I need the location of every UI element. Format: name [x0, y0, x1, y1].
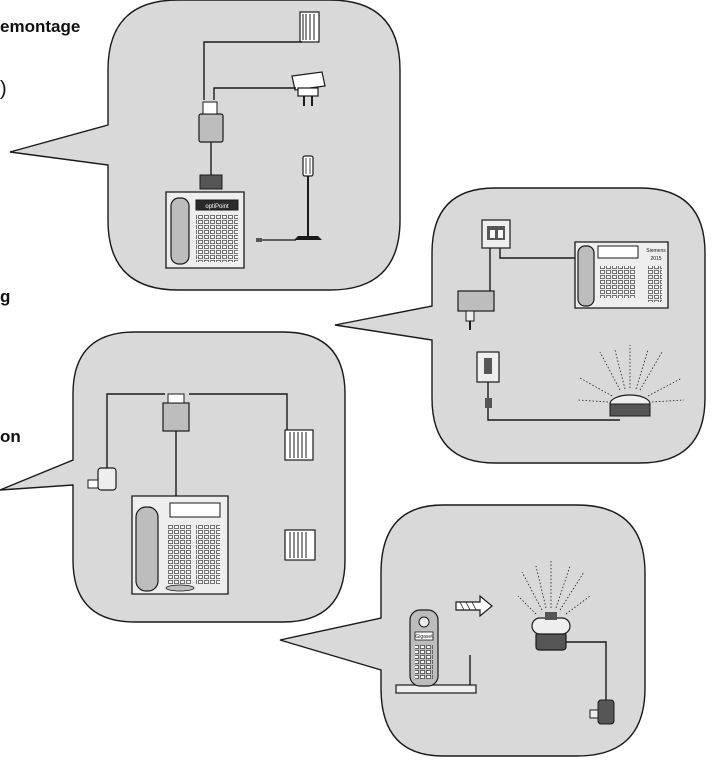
bubble-loudspeaker	[0, 331, 346, 623]
phone-display-text: optiPoint	[205, 204, 229, 210]
loudspeaker-icon	[284, 429, 314, 461]
handset-brand-text: Gigaset	[415, 634, 433, 640]
power-adapter-icon	[291, 71, 326, 106]
caption-fragment-middle: g	[0, 287, 11, 306]
loudspeaker-desk-phone	[131, 495, 229, 595]
caption-fragment-lower: on	[0, 427, 21, 446]
bell-icon	[517, 560, 615, 725]
bubble-speakerphone: optiPoint	[9, 0, 401, 291]
cordless-handset-icon: Gigaset	[409, 609, 439, 687]
bubble-external-bell: Siemens 2015	[334, 187, 706, 464]
bubble-cordless: Gigaset	[279, 504, 646, 757]
caption-fragment-paren: )	[0, 78, 7, 100]
bell-desk-phone: Siemens 2015	[574, 241, 669, 309]
caption-fragment-top: emontage	[0, 17, 81, 36]
gooseneck-microphone-icon	[256, 155, 322, 242]
loudspeaker-icon	[299, 11, 320, 43]
phone-brand-text: Siemens	[646, 248, 666, 254]
phone-model-text: 2015	[650, 256, 661, 262]
speakerphone-desk-phone: optiPoint	[165, 191, 245, 269]
radio-waves-arrow-icon	[455, 594, 493, 618]
loudspeaker-icon	[284, 529, 316, 561]
bell-icon	[577, 345, 685, 417]
